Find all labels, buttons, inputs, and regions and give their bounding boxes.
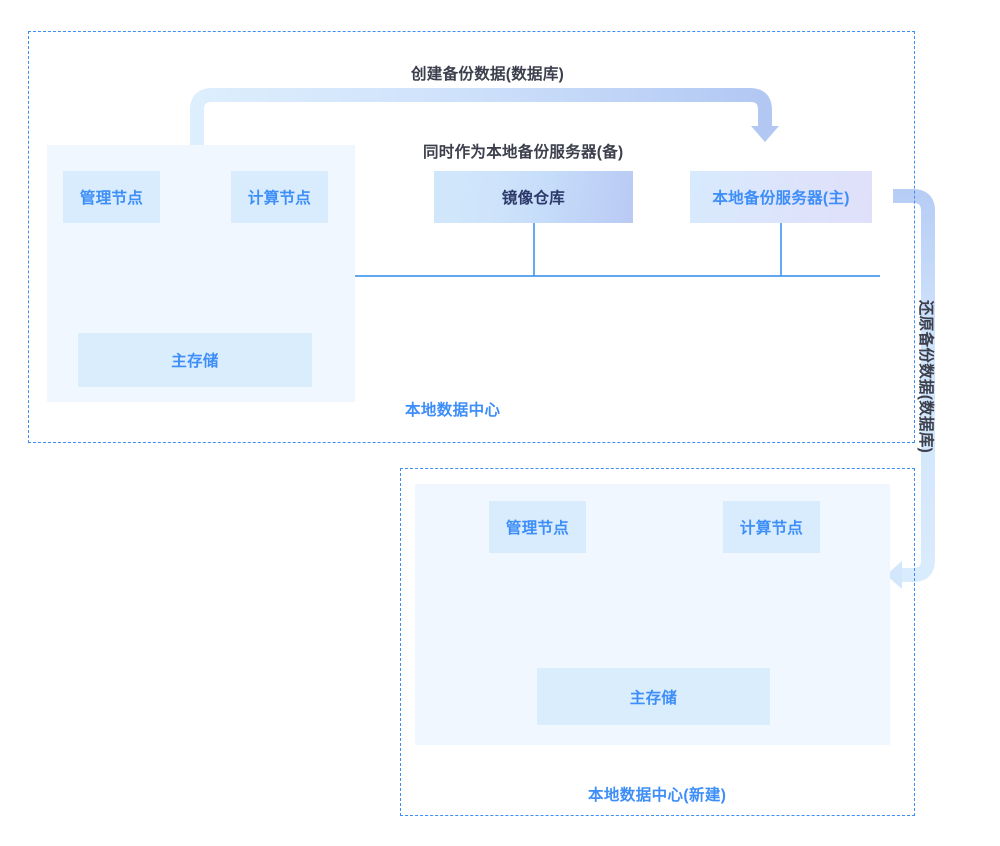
- flow-label-restore-backup: 还原备份数据(数据库): [917, 300, 934, 454]
- node-compute-node-top[interactable]: 计算节点: [231, 171, 328, 223]
- region-local-datacenter-new: [400, 468, 915, 816]
- node-primary-storage-bottom[interactable]: 主存储: [537, 668, 770, 725]
- node-local-backup-server-main[interactable]: 本地备份服务器(主): [690, 171, 872, 223]
- node-management-node-top[interactable]: 管理节点: [63, 171, 160, 223]
- node-primary-storage-top[interactable]: 主存储: [78, 333, 312, 387]
- flow-label-create-backup: 创建备份数据(数据库): [411, 66, 565, 83]
- region-label-local-datacenter-new: 本地数据中心(新建): [588, 787, 727, 804]
- node-image-registry[interactable]: 镜像仓库: [434, 171, 633, 223]
- node-management-node-bottom[interactable]: 管理节点: [489, 501, 586, 553]
- node-compute-node-bottom[interactable]: 计算节点: [723, 501, 820, 553]
- region-label-local-datacenter: 本地数据中心: [405, 402, 501, 419]
- note-label-standby-backup-server: 同时作为本地备份服务器(备): [423, 144, 624, 161]
- region-local-datacenter: [28, 31, 915, 443]
